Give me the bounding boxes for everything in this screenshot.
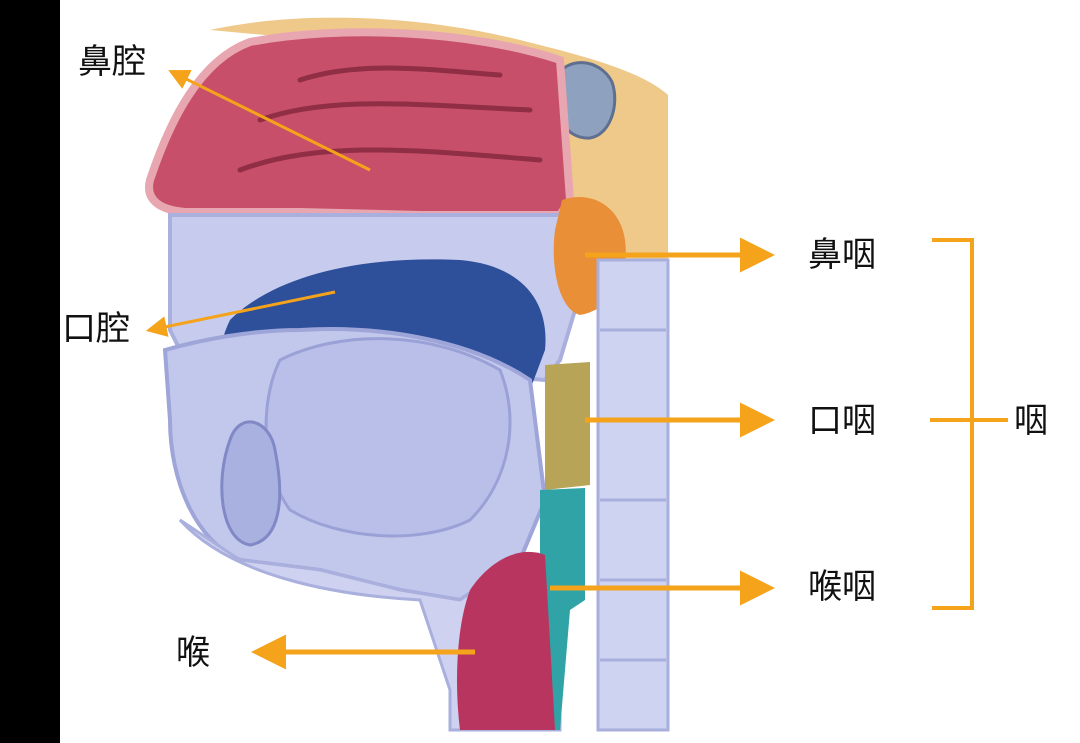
oropharynx-region: [545, 362, 590, 490]
larynx-region: [457, 551, 555, 730]
oral-cavity-arrow: [145, 290, 336, 337]
oropharynx-label: 口咽: [808, 401, 876, 441]
nasopharynx-label: 鼻咽: [808, 235, 876, 275]
pharynx-bracket: [930, 238, 1008, 610]
oral-cavity-label: 口腔: [62, 309, 130, 349]
tongue-muscle: [264, 337, 512, 538]
laryngopharynx-label: 喉咽: [808, 567, 876, 607]
nasal-turbinate-middle: [257, 101, 533, 123]
nasal-cavity-arrow: [168, 70, 371, 172]
pharynx-label: 咽: [1014, 401, 1048, 441]
nasal-turbinate-lower: [237, 147, 543, 173]
cervical-spine: [596, 258, 670, 732]
nasal-cavity-region: [145, 28, 575, 219]
nasal-cavity-label: 鼻腔: [78, 42, 146, 82]
mandible-bone: [220, 420, 282, 547]
nasal-turbinate-upper: [297, 65, 503, 83]
larynx-label: 喉: [176, 633, 210, 673]
